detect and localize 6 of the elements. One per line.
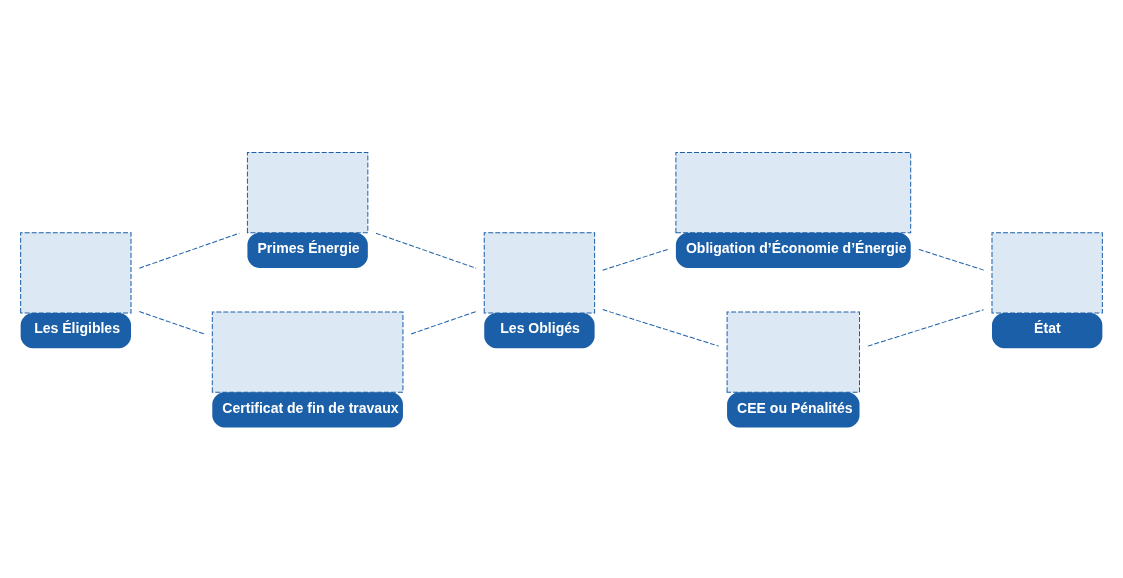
connector: [138, 232, 240, 269]
connector: [602, 308, 720, 347]
connector: [375, 232, 477, 269]
connector: [138, 310, 205, 334]
connector: [867, 308, 985, 347]
connector: [410, 310, 477, 334]
